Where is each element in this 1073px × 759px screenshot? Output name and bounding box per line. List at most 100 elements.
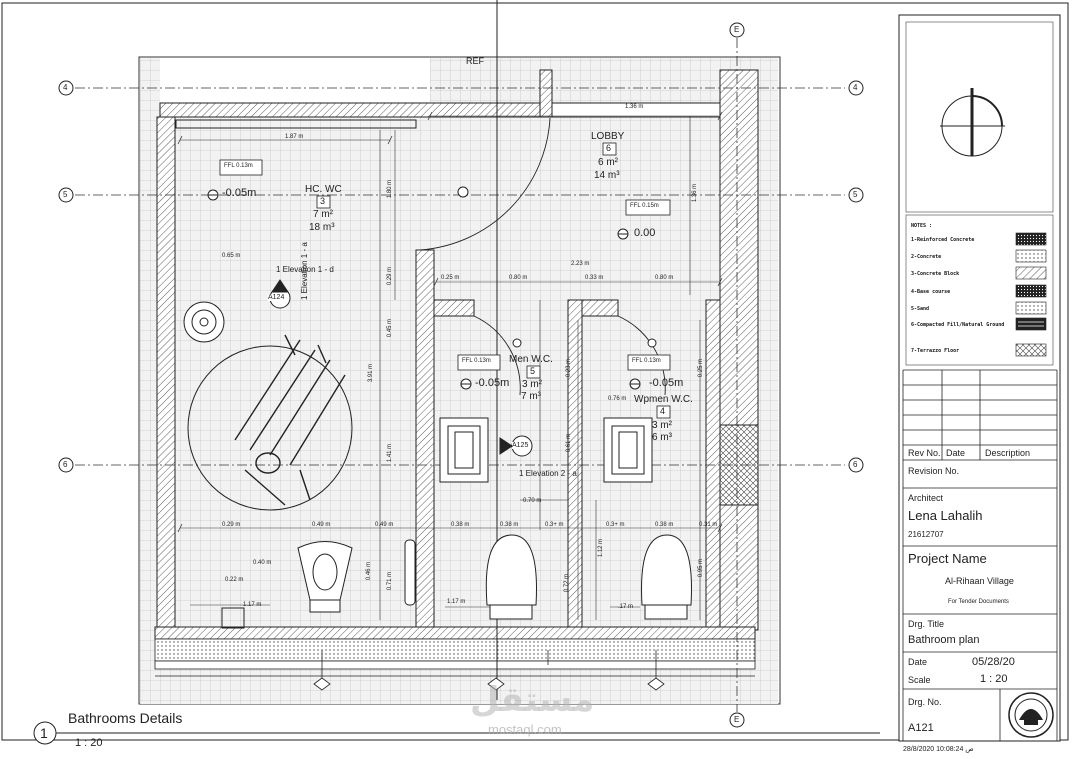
dimension-label: 0.45 m <box>387 318 394 338</box>
dimension-label: 0.76 m <box>608 396 627 402</box>
room-area-women-wc: 3 m² <box>652 420 672 431</box>
ffl-tag-lobby: FFL 0.15m <box>630 203 659 209</box>
dimension-label: 0.61 m <box>566 433 573 453</box>
dimension-label: 2.23 m <box>571 261 590 267</box>
dimension-label: 1.17 m <box>243 602 262 608</box>
grid-label-5-right: 5 <box>853 190 858 199</box>
date-header: Date <box>946 448 966 458</box>
grid-label-e-bottom: E <box>734 715 740 724</box>
ffl-tag-hc-wc: FFL 0.13m <box>224 163 253 169</box>
legend-item: 1-Reinforced Concrete <box>911 237 975 243</box>
scale-value: 1 : 20 <box>980 673 1008 685</box>
legend-item: 3-Concrete Block <box>911 271 960 277</box>
architect-id: 21612707 <box>908 530 944 539</box>
drawing-title-label: Drg. Title <box>908 619 945 629</box>
dimension-label: 0.33 m <box>585 275 604 281</box>
room-name-men-wc: Men W.C. <box>509 354 553 365</box>
elevation-tag-2a: 1 Elevation 2 - a <box>519 469 577 478</box>
dimension-label: 0.49 m <box>375 522 394 528</box>
grid-label-5-left: 5 <box>63 190 68 199</box>
dimension-label: 0.38 m <box>500 522 519 528</box>
grid-label-4-right: 4 <box>853 83 858 92</box>
dimension-label: 1.12 m <box>598 538 605 558</box>
project-note: For Tender Documents <box>948 599 1009 605</box>
dimension-label: 0.23 m <box>566 358 573 378</box>
room-number-men-wc: 5 <box>530 366 536 376</box>
dimension-label: 0.25 m <box>698 358 705 378</box>
dimension-label: 0.80 m <box>655 275 674 281</box>
room-number-women-wc: 4 <box>660 406 666 416</box>
drawing-number: A121 <box>908 722 934 734</box>
dimension-label: 3.91 m <box>368 363 375 383</box>
grid-label-4-left: 4 <box>63 83 68 92</box>
legend-item: 2-Concrete <box>911 254 942 260</box>
date-label: Date <box>908 657 928 667</box>
university-seal-icon <box>1009 693 1053 737</box>
sheet-ref-a125: A125 <box>512 442 529 449</box>
view-scale: 1 : 20 <box>75 737 103 749</box>
drawing-title: Bathroom plan <box>908 634 980 646</box>
dimension-label: 1.36 m <box>625 104 644 110</box>
room-volume-lobby: 14 m³ <box>594 170 620 181</box>
dimension-label: 0.72 m <box>564 573 571 593</box>
room-area-men-wc: 3 m² <box>522 379 542 390</box>
level-tag-lobby: 0.00 <box>634 227 656 239</box>
dimension-label: 1.36 m <box>692 183 699 203</box>
dimension-label: 0.40 m <box>253 560 272 566</box>
legend-item: 5-Sand <box>911 306 930 312</box>
room-label-ref: REF <box>466 56 484 66</box>
watermark: مستقل <box>470 680 595 720</box>
room-number-hc-wc: 3 <box>320 196 326 206</box>
description-header: Description <box>985 448 1031 458</box>
dimension-label: 0.95 m <box>698 558 705 578</box>
dimension-label: 0.46 m <box>366 561 373 581</box>
room-volume-men-wc: 7 m³ <box>521 391 541 402</box>
dimension-label: 1.87 m <box>285 134 304 140</box>
dimension-label: 0.3+ m <box>545 522 564 528</box>
room-area-hc-wc: 7 m² <box>313 209 333 220</box>
project-label: Project Name <box>908 551 987 566</box>
room-name-hc-wc: HC. WC <box>305 184 342 195</box>
legend-item: 6-Compacted Fill/Natural Ground <box>911 322 1005 328</box>
dimension-label: 0.3+ m <box>606 522 625 528</box>
dimension-label: 1.80 m <box>387 179 394 199</box>
architect-name: Lena Lahalih <box>908 508 983 523</box>
print-timestamp: 28/8/2020 10:08:24 ص <box>903 746 974 753</box>
room-volume-women-wc: 6 m³ <box>652 432 672 443</box>
dimension-label: 0.38 m <box>655 522 674 528</box>
project-name: Al-Rihaan Village <box>945 576 1014 586</box>
revision-no-label: Revision No. <box>908 466 960 476</box>
watermark-url: mostaql.com <box>488 722 562 737</box>
dimension-label: 0.22 m <box>225 577 244 583</box>
dimension-label: 0.49 m <box>312 522 331 528</box>
grid-label-6-right: 6 <box>853 460 858 469</box>
dimension-label: 0.80 m <box>509 275 528 281</box>
dimension-label: 1.17 m <box>447 599 466 605</box>
scale-label: Scale <box>908 675 931 685</box>
elevation-tag-1d: 1 Elevation 1 - d <box>276 265 334 274</box>
dimension-label: 0.38 m <box>451 522 470 528</box>
dimension-label: 0.71 m <box>387 571 394 591</box>
room-name-women-wc: Wpmen W.C. <box>634 394 693 405</box>
rev-no-header: Rev No. <box>908 448 941 458</box>
sheet-ref-a124: A124 <box>268 294 285 301</box>
dimension-label: .17 m <box>618 604 634 610</box>
date-value: 05/28/20 <box>972 656 1015 668</box>
view-number: 1 <box>40 725 48 741</box>
ffl-tag-men-wc: FFL 0.13m <box>462 358 491 364</box>
room-volume-hc-wc: 18 m³ <box>309 222 335 233</box>
room-area-lobby: 6 m² <box>598 157 618 168</box>
dimension-label: 0.31 m <box>699 522 718 528</box>
dimension-label: 0.29 m <box>387 266 394 286</box>
dimension-label: 1.41 m <box>387 443 394 463</box>
legend-item: 7-Terrazzo Floor <box>911 348 960 354</box>
legend-title: NOTES : <box>911 223 933 229</box>
ffl-tag-women-wc: FFL 0.13m <box>632 358 661 364</box>
level-tag-men-wc: -0.05m <box>475 377 510 389</box>
legend-item: 4-Base course <box>911 289 951 295</box>
room-number-lobby: 6 <box>606 143 612 153</box>
architect-label: Architect <box>908 493 944 503</box>
level-tag-women-wc: -0.05m <box>649 377 684 389</box>
grid-label-e-top: E <box>734 25 740 34</box>
dimension-label: 0.70 m <box>523 498 542 504</box>
